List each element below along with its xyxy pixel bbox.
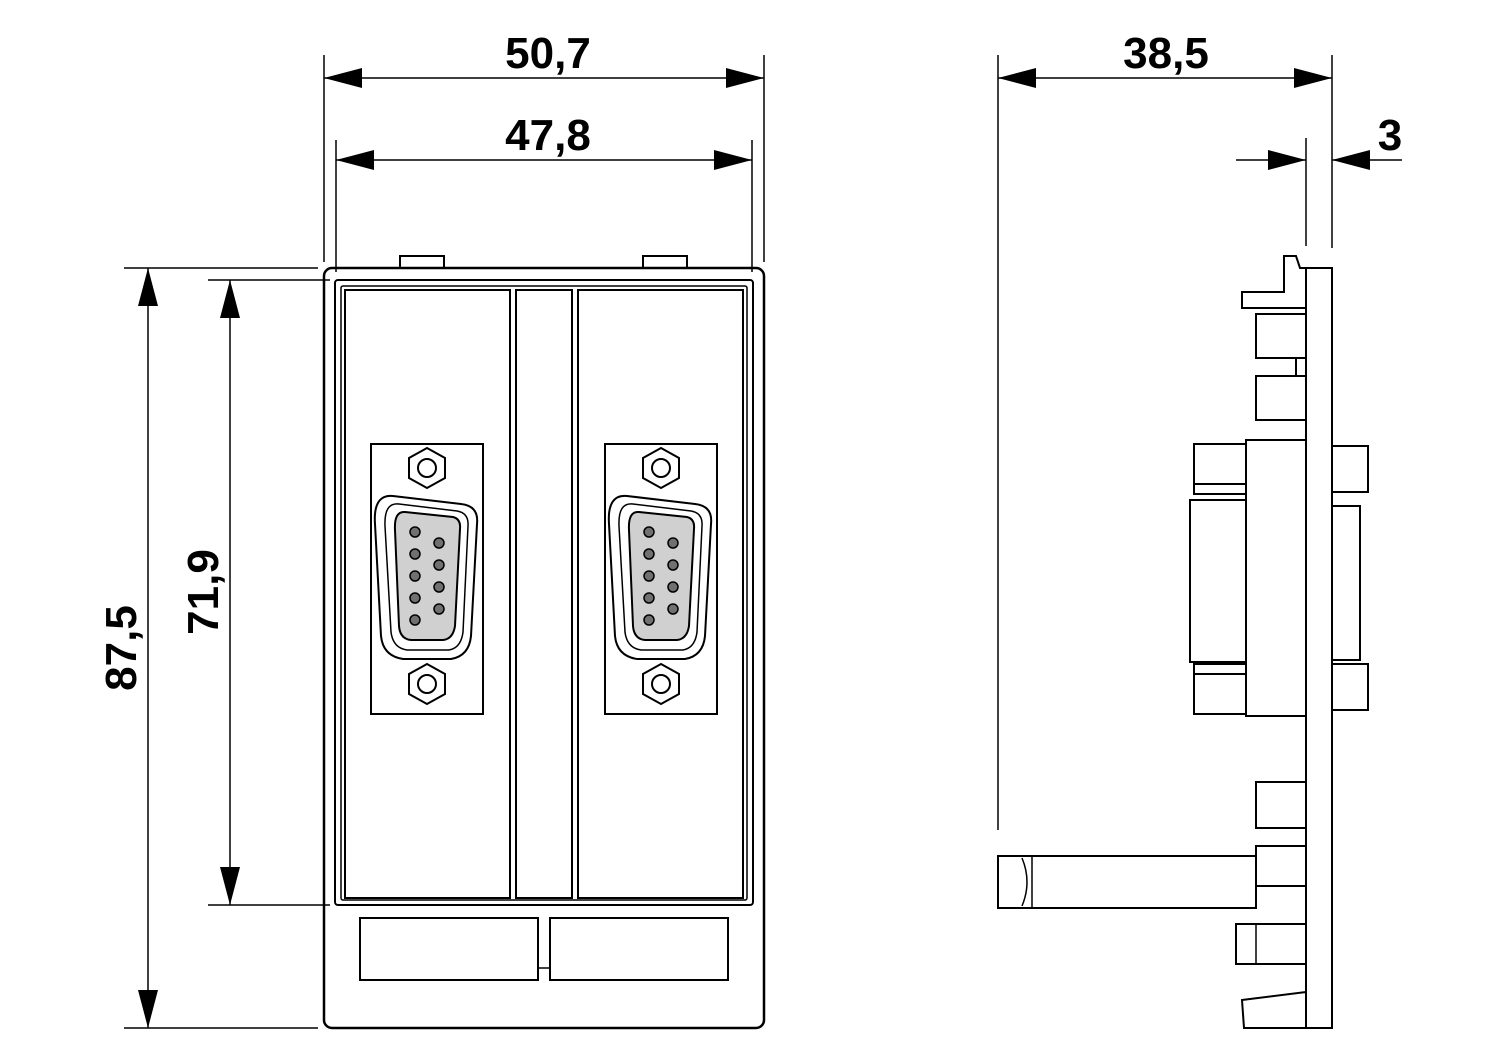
dim-label-47-8: 47,8 (505, 111, 591, 160)
label-field-left (359, 917, 539, 981)
front-dimensions (124, 55, 765, 1029)
side-back-plate (1305, 267, 1333, 1029)
side-view (997, 255, 1369, 1029)
front-dimension-arrows (138, 68, 764, 1028)
module-center-spacer (515, 289, 573, 899)
side-mounting-rail (997, 855, 1257, 909)
top-tab-right (642, 255, 688, 269)
side-bottom-latch (1240, 990, 1307, 1029)
top-tab-left (399, 255, 445, 269)
side-dimension-arrows (998, 68, 1370, 170)
dim-label-50-7: 50,7 (505, 29, 591, 78)
dim-label-87-5: 87,5 (97, 605, 146, 691)
side-connector-body (1245, 439, 1307, 717)
module-left (344, 289, 511, 899)
front-view (322, 255, 766, 1030)
dim-label-71-9: 71,9 (179, 549, 228, 635)
housing-inner-frame (334, 279, 754, 906)
dim-label-3: 3 (1378, 111, 1402, 160)
dim-label-38-5: 38,5 (1123, 29, 1209, 78)
label-field-right (549, 917, 729, 981)
side-top-latch (1241, 255, 1307, 309)
module-right (577, 289, 744, 899)
